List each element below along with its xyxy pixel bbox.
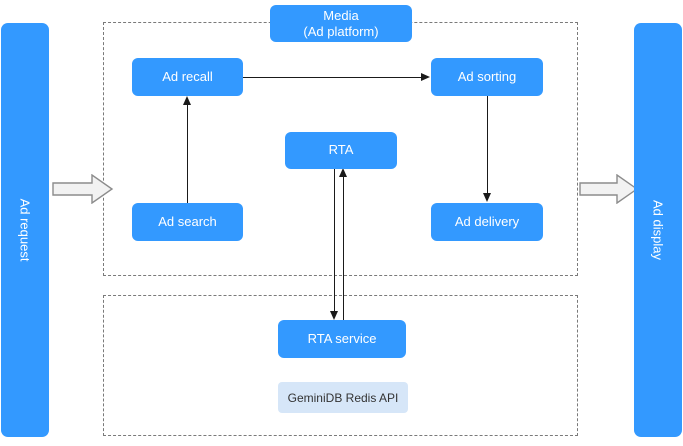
inbound-flow-arrow-icon	[52, 174, 114, 204]
node-ad-delivery[interactable]: Ad delivery	[431, 203, 543, 241]
arrowhead-ad-recall-to-ad-sorting	[421, 73, 430, 81]
node-ad-sorting-label: Ad sorting	[457, 68, 517, 84]
node-rta-service-label: RTA service	[307, 330, 377, 346]
ad-display-label: Ad display	[650, 200, 666, 260]
node-rta[interactable]: RTA	[285, 132, 397, 169]
connector-ad-recall-to-ad-sorting	[243, 77, 422, 78]
connector-rta-service-to-rta	[343, 176, 344, 320]
arrowhead-rta-to-rta-service	[330, 311, 338, 320]
connector-rta-to-rta-service	[334, 168, 335, 312]
connector-ad-sorting-to-ad-delivery	[487, 96, 488, 194]
arrowhead-ad-search-to-ad-recall	[183, 96, 191, 105]
node-ad-delivery-label: Ad delivery	[454, 213, 520, 229]
node-ad-recall[interactable]: Ad recall	[132, 58, 243, 96]
title-line-1: Media	[323, 7, 359, 23]
node-rta-label: RTA	[328, 142, 354, 158]
node-ad-search[interactable]: Ad search	[132, 203, 243, 241]
connector-ad-search-to-ad-recall	[187, 100, 188, 203]
title-line-2: (Ad platform)	[303, 23, 379, 39]
node-ad-search-label: Ad search	[158, 213, 217, 229]
node-ad-recall-label: Ad recall	[162, 68, 213, 84]
ad-request-bar: Ad request	[1, 23, 49, 437]
rta-service-container	[103, 295, 578, 436]
media-platform-title-chip: Media (Ad platform)	[270, 5, 412, 42]
outbound-flow-arrow-icon	[579, 174, 639, 204]
ad-display-bar: Ad display	[634, 23, 682, 437]
arrowhead-rta-service-to-rta	[339, 168, 347, 177]
node-ad-sorting[interactable]: Ad sorting	[431, 58, 543, 96]
node-geminidb-redis-api[interactable]: GeminiDB Redis API	[278, 382, 408, 413]
node-rta-service[interactable]: RTA service	[278, 320, 406, 358]
arrowhead-ad-sorting-to-ad-delivery	[483, 193, 491, 202]
ad-request-label: Ad request	[17, 198, 33, 262]
node-geminidb-redis-api-label: GeminiDB Redis API	[287, 390, 399, 405]
